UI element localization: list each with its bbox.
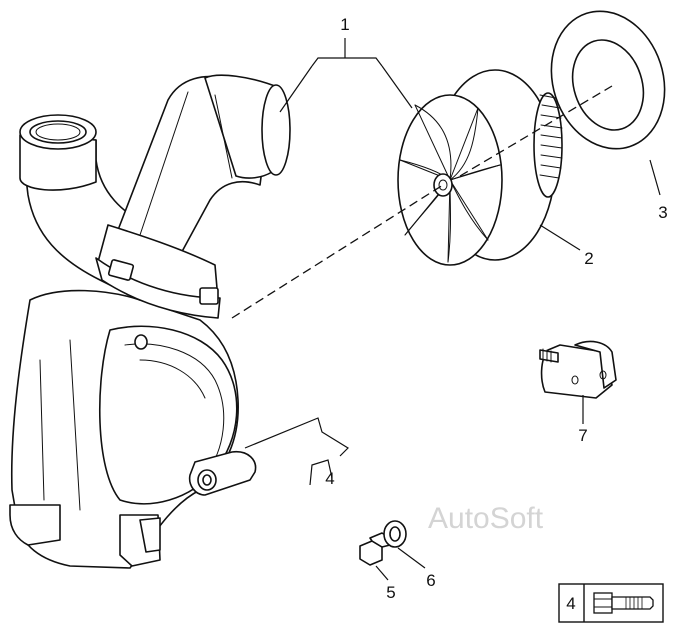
callout-6: 6	[426, 571, 435, 590]
callout-2: 2	[584, 249, 593, 268]
callout-4: 4	[325, 469, 334, 488]
gasket-washer	[550, 10, 666, 150]
assembly-axis-line	[231, 85, 613, 319]
leader-lines	[244, 38, 661, 581]
callout-1: 1	[340, 15, 349, 34]
clamp-band	[95, 224, 221, 350]
impeller	[397, 69, 563, 266]
sealing-washer	[383, 520, 407, 548]
callout-3: 3	[658, 203, 667, 222]
mounting-bracket	[539, 340, 617, 399]
fastener-legend: 4	[558, 583, 664, 623]
callout-7: 7	[578, 426, 587, 445]
pump-housing	[9, 289, 257, 569]
legend-quantity: 4	[566, 594, 575, 613]
callout-5: 5	[386, 583, 395, 602]
bolt-icon	[593, 592, 654, 614]
watermark-text: AutoSoft	[428, 502, 544, 535]
